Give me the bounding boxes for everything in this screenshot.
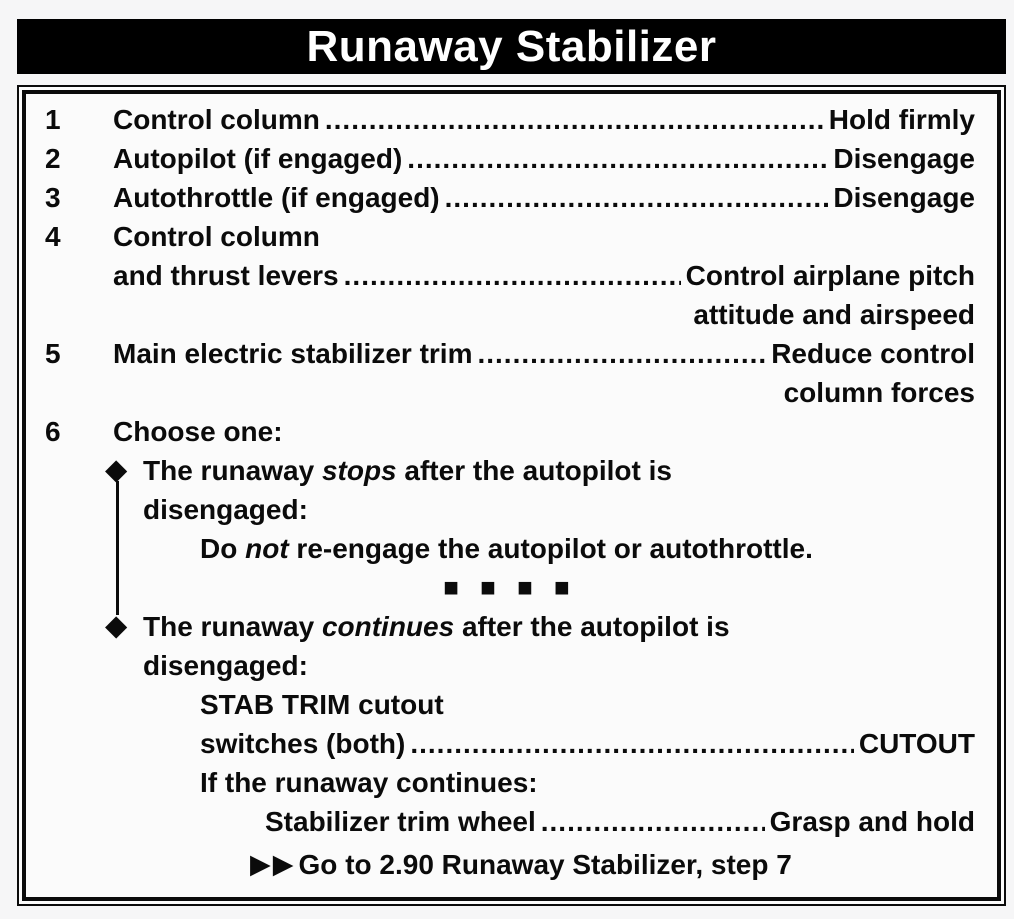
step-number: 6 [45,416,61,447]
checklist-box: 1 Control column .......................… [17,85,1006,906]
step-label: Choose one: [113,416,283,447]
step-action: Reduce control [771,338,975,369]
choice-line: disengaged: [143,494,308,525]
goto-text: Go to 2.90 Runaway Stabilizer, step 7 [298,849,792,880]
choice-options: ◆ The runaway stops after the autopilot … [105,451,975,841]
leader-dots: ........................................… [444,182,829,213]
step-action-continued: attitude and airspeed [693,299,975,330]
goto-arrows-icon: ▶▶ [250,849,296,879]
step-number: 3 [45,182,61,213]
step-action: Hold firmly [828,104,975,135]
diamond-bullet-icon: ◆ [105,610,128,642]
sub-step-label: STAB TRIM cutout [200,689,444,720]
step-action: Control airplane pitch [685,260,975,291]
sub-step: Stabilizer trim wheel ..................… [265,802,975,841]
checklist-title-bar: Runaway Stabilizer [17,19,1006,74]
condition-line: If the runaway continues: [200,767,538,798]
choice-runaway-continues: ◆ The runaway continues after the autopi… [105,607,975,841]
leader-dots: ........................................… [410,728,854,759]
checklist-step-2: 2 Autopilot (if engaged) ...............… [45,139,975,178]
choice-line: The runaway continues after the autopilo… [143,611,730,642]
step-action: Disengage [833,143,975,174]
sub-step: switches (both) ........................… [200,724,975,763]
leader-dots: ........................................… [343,260,681,291]
section-separator-squares: ■ ■ ■ ■ [443,572,577,602]
goto-reference: ▶▶ Go to 2.90 Runaway Stabilizer, step 7 [250,845,975,884]
step-label: Autothrottle (if engaged) [113,182,440,213]
checklist-body: 1 Control column .......................… [22,90,1001,901]
sub-step-label: switches (both) [200,728,406,759]
step-label: Autopilot (if engaged) [113,143,403,174]
step-number: 4 [45,221,61,252]
step-action-continued: column forces [783,377,975,408]
checklist-step-3: 3 Autothrottle (if engaged) ............… [45,178,975,217]
checklist-step-1: 1 Control column .......................… [45,100,975,139]
choice-line: The runaway stops after the autopilot is [143,455,672,486]
leader-dots: ........................................… [324,104,824,135]
step-label: Main electric stabilizer trim [113,338,473,369]
step-number: 2 [45,143,61,174]
sub-step-label: Stabilizer trim wheel [265,806,536,837]
sub-step-action: Grasp and hold [769,806,975,837]
choice-runaway-stops: ◆ The runaway stops after the autopilot … [105,451,975,568]
step-label-continued: and thrust levers [113,260,339,291]
step-label: Control column [113,221,320,252]
page-title: Runaway Stabilizer [306,21,717,71]
sub-step-action: CUTOUT [858,728,975,759]
step-action: Disengage [833,182,975,213]
leader-dots: ........................................… [477,338,767,369]
checklist-step-5: 5 Main electric stabilizer trim ........… [45,334,975,412]
step-number: 5 [45,338,61,369]
step-label: Control column [113,104,320,135]
leader-dots: ........................................… [540,806,765,837]
step-number: 1 [45,104,61,135]
choice-note: Do not re-engage the autopilot or autoth… [200,533,813,564]
leader-dots: ........................................… [407,143,829,174]
checklist-step-4: 4 Control column and thrust levers .....… [45,217,975,334]
checklist-step-6: 6 Choose one: [45,412,975,451]
choice-connector-line [116,481,119,615]
choice-line: disengaged: [143,650,308,681]
diamond-bullet-icon: ◆ [105,454,128,486]
